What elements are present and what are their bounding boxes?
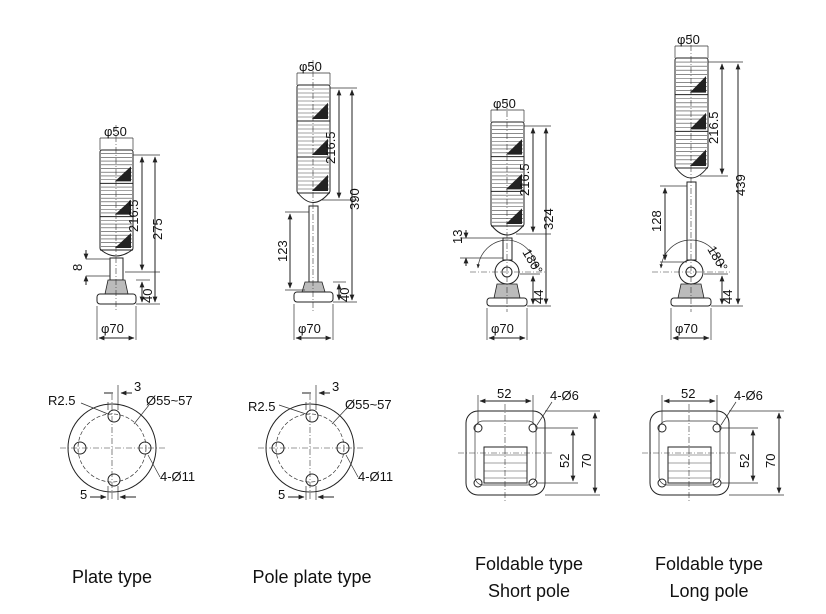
pole-plate-top-dia: φ50 bbox=[299, 59, 322, 74]
plate-top-dia: φ50 bbox=[104, 124, 127, 139]
plate-dim-40: 40 bbox=[140, 289, 155, 303]
plate-base-dia: φ70 bbox=[101, 321, 124, 336]
foldable-short-plan: 52 4-Ø6 52 70 bbox=[458, 386, 600, 502]
caption-foldable-short-line1: Foldable type bbox=[475, 554, 583, 574]
foldable-short-top-dia: φ50 bbox=[493, 96, 516, 111]
pole-plate-dim-390: 390 bbox=[347, 188, 362, 210]
foldable-long-plan-70: 70 bbox=[763, 454, 778, 468]
plate-plan-4-dia11: 4-Ø11 bbox=[160, 469, 195, 484]
foldable-long-plan-52-side: 52 bbox=[737, 454, 752, 468]
plate-type-plan: 3 R2.5 Ø55~57 4-Ø11 5 bbox=[48, 379, 195, 502]
pole-plate-plan-r2-5: R2.5 bbox=[248, 399, 275, 414]
plate-plan-3: 3 bbox=[134, 379, 141, 394]
caption-foldable-short-line2: Short pole bbox=[488, 581, 570, 601]
foldable-short-stack-ribs bbox=[491, 125, 524, 227]
foldable-short-plan-4-dia6: 4-Ø6 bbox=[550, 388, 579, 403]
plate-plan-5: 5 bbox=[80, 487, 87, 502]
plate-dim-275: 275 bbox=[150, 218, 165, 240]
foldable-long-dim-216-5: 216.5 bbox=[706, 111, 721, 144]
foldable-long-top-dia: φ50 bbox=[677, 32, 700, 47]
pole-plate-plan-5: 5 bbox=[278, 487, 285, 502]
pole-plate-plan-3: 3 bbox=[332, 379, 339, 394]
pole-plate-type-elevation: φ50 123 216.5 390 40 φ70 bbox=[275, 59, 362, 341]
foldable-short-dim-13: 13 bbox=[450, 230, 465, 244]
pole-plate-dim-123: 123 bbox=[275, 240, 290, 262]
pole-plate-dim-40: 40 bbox=[337, 288, 352, 302]
foldable-long-stack-ribs bbox=[675, 61, 708, 169]
foldable-short-dim-324: 324 bbox=[541, 208, 556, 230]
foldable-long-dim-128: 128 bbox=[649, 210, 664, 232]
foldable-short-elevation: φ50 180° 13 216.5 324 44 φ70 bbox=[450, 96, 556, 341]
caption-foldable-long-line1: Foldable type bbox=[655, 554, 763, 574]
foldable-short-plan-52-top: 52 bbox=[497, 386, 511, 401]
foldable-long-dim-180: 180° bbox=[704, 243, 730, 274]
foldable-short-plan-52-side: 52 bbox=[557, 454, 572, 468]
foldable-short-dim-44: 44 bbox=[531, 290, 546, 304]
pole-plate-base-dia: φ70 bbox=[298, 321, 321, 336]
caption-pole-plate-type: Pole plate type bbox=[252, 567, 371, 587]
plate-plan-dia55: Ø55~57 bbox=[146, 393, 193, 408]
pole-plate-plan-4-dia11: 4-Ø11 bbox=[358, 469, 393, 484]
foldable-long-elevation: φ50 180° 128 216.5 439 44 φ70 bbox=[649, 32, 748, 341]
foldable-short-base-dia: φ70 bbox=[491, 321, 514, 336]
plate-plan-r2-5: R2.5 bbox=[48, 393, 75, 408]
plate-type-elevation: φ50 8 216.5 275 40 φ70 bbox=[70, 124, 165, 341]
caption-plate-type: Plate type bbox=[72, 567, 152, 587]
pole-plate-plan-dia55: Ø55~57 bbox=[345, 397, 392, 412]
foldable-long-plan-52-top: 52 bbox=[681, 386, 695, 401]
foldable-short-plan-70: 70 bbox=[579, 454, 594, 468]
plate-stack-ribs bbox=[100, 153, 133, 251]
plate-dim-8: 8 bbox=[70, 264, 85, 271]
foldable-long-dim-439: 439 bbox=[733, 174, 748, 196]
foldable-long-plan: 52 4-Ø6 52 70 bbox=[642, 386, 784, 502]
foldable-long-dim-44: 44 bbox=[720, 290, 735, 304]
plate-dim-216-5: 216.5 bbox=[126, 199, 141, 232]
pole-plate-dim-216-5: 216.5 bbox=[323, 131, 338, 164]
foldable-long-plan-4-dia6: 4-Ø6 bbox=[734, 388, 763, 403]
caption-foldable-long-line2: Long pole bbox=[669, 581, 748, 601]
foldable-long-base-dia: φ70 bbox=[675, 321, 698, 336]
foldable-short-dim-216-5: 216.5 bbox=[517, 163, 532, 196]
pole-plate-type-plan: 3 R2.5 Ø55~57 4-Ø11 5 bbox=[248, 379, 393, 502]
